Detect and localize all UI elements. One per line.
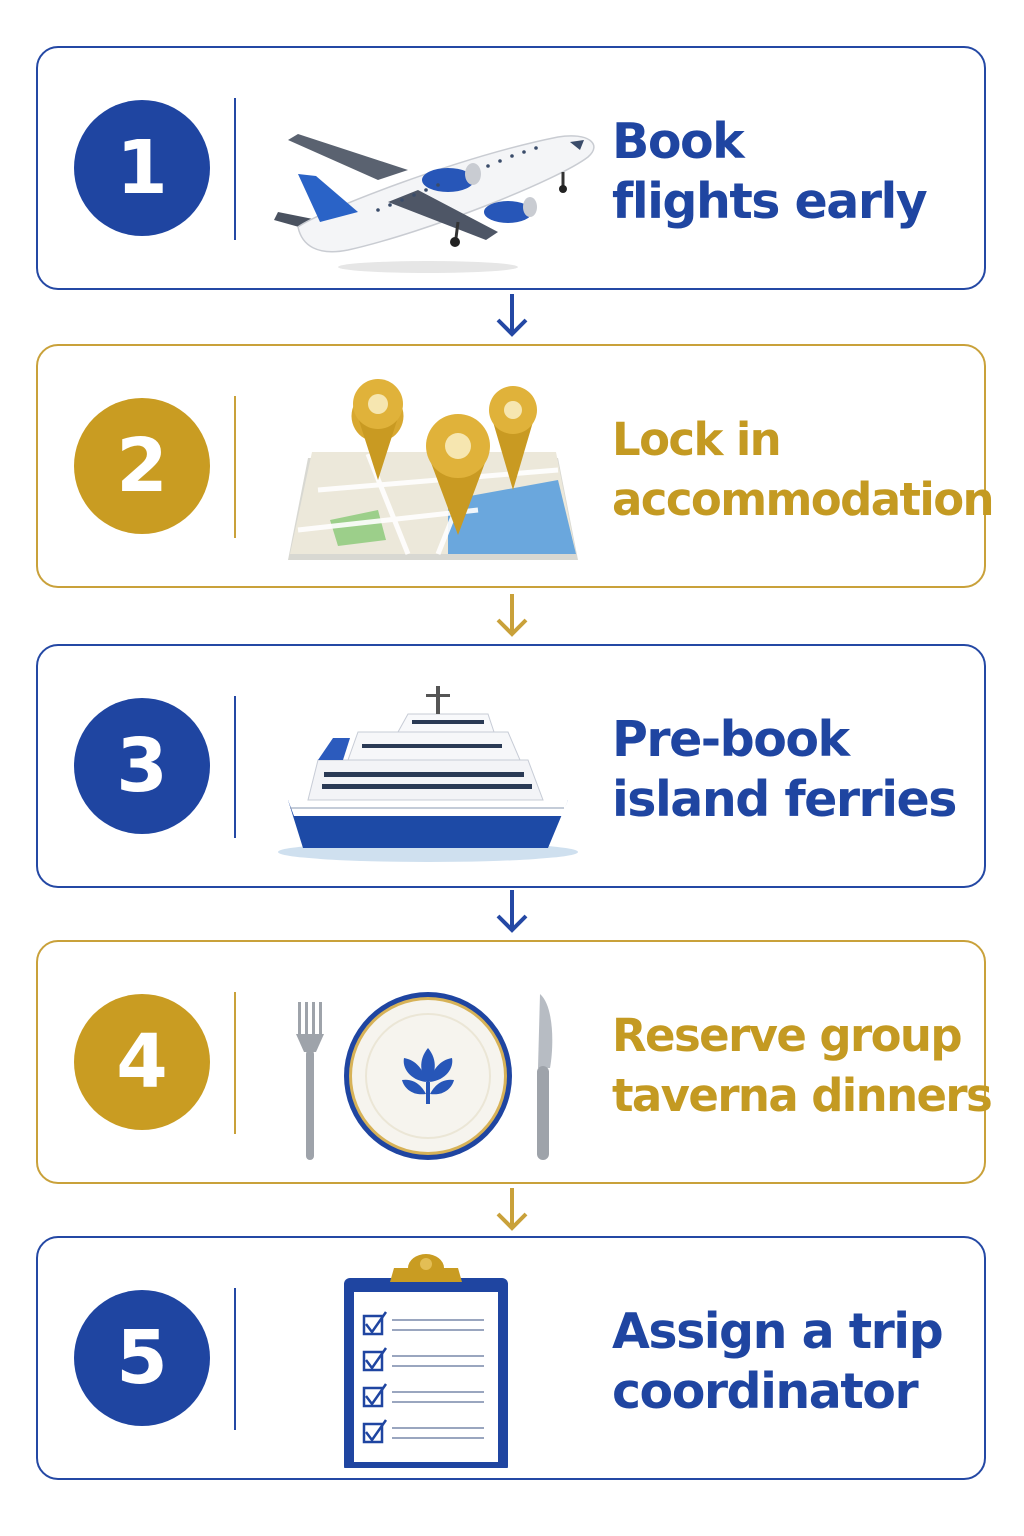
map-pins-icon [288,379,578,560]
pin-right [489,386,537,490]
dinner-plate-icon [296,992,553,1160]
step-number-badge: 4 [74,994,210,1130]
step-card-5: 5 Assign a trip coordinator [36,1236,986,1480]
step-label-line-2: coordinator [612,1363,919,1420]
pin-center [426,414,490,535]
step-card-4: 4 Reserve group taverna dinners [36,940,993,1184]
step-label-line-1: Assign a trip [612,1303,944,1360]
divider [234,992,236,1134]
ferry-icon [278,686,578,862]
down-arrow-icon [496,594,528,637]
down-arrow-icon [496,294,528,337]
pin-left [351,379,404,480]
divider [234,98,236,240]
step-label: Lock in accommodation [612,410,995,530]
airplane-icon [274,134,595,273]
step-label-line-2: taverna dinners [612,1069,993,1122]
step-label-line-2: island ferries [612,771,957,828]
step-label-line-1: Lock in [612,413,782,466]
step-number-badge: 2 [74,398,210,534]
step-label: Book flights early [612,112,982,232]
divider [234,396,236,538]
step-card-1: 1 Book flights early [36,46,986,290]
step-label: Reserve group taverna dinners [612,1006,993,1126]
down-arrow-icon [496,1188,528,1231]
step-label: Assign a trip coordinator [612,1302,982,1422]
step-label: Pre-book island ferries [612,710,982,830]
step-label-line-2: accommodation [612,473,995,526]
step-card-2: 2 Lock in accommodatio [36,344,995,588]
step-card-3: 3 Pre-book island ferries [36,644,986,888]
step-number-badge: 1 [74,100,210,236]
down-arrow-icon [496,890,528,933]
step-number-badge: 5 [74,1290,210,1426]
step-label-line-1: Pre-book [612,711,850,768]
step-label-line-1: Book [612,113,745,170]
step-number-badge: 3 [74,698,210,834]
clipboard-checklist-icon [344,1254,508,1468]
step-label-line-1: Reserve group [612,1009,963,1062]
divider [234,1288,236,1430]
divider [234,696,236,838]
step-label-line-2: flights early [612,173,928,230]
